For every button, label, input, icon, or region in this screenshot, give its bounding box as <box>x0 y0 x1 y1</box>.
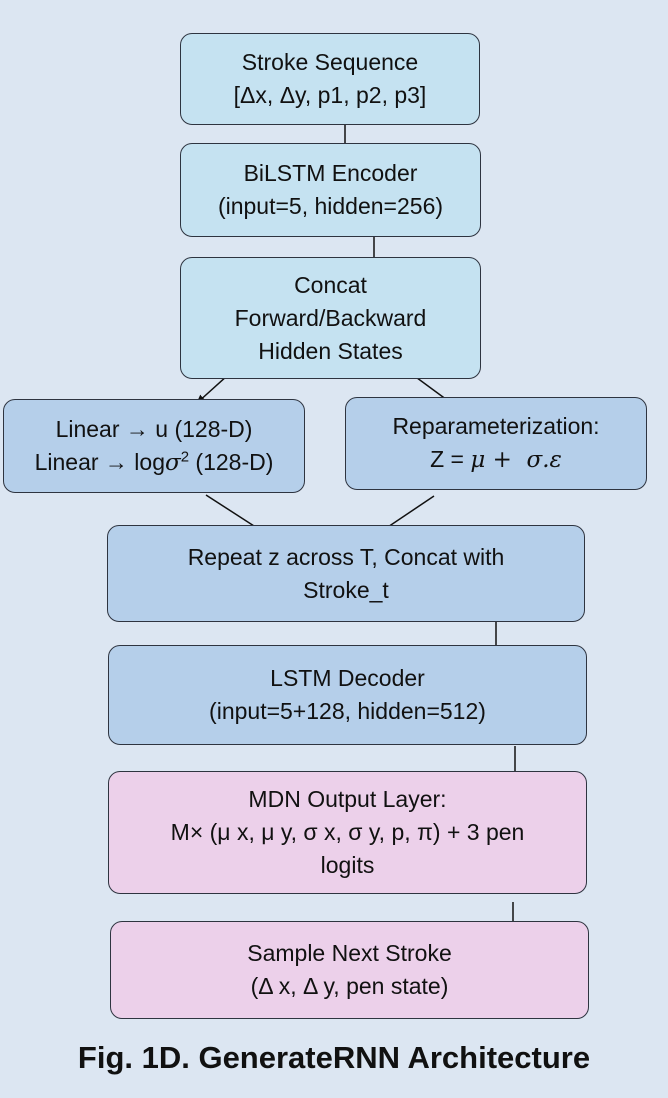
stroke-sequence-box: Stroke Sequence [Δx, Δy, p1, p2, p3] <box>180 33 480 125</box>
concat-states-line3: Hidden States <box>258 337 403 364</box>
squared-exponent: 2 <box>180 447 190 465</box>
stroke-sequence-title: Stroke Sequence <box>241 49 419 75</box>
stroke-sequence-format: [Δx, Δy, p1, p2, p3] <box>233 82 427 108</box>
lstm-decoder-title: LSTM Decoder <box>270 665 425 691</box>
sample-next-outputs: (Δ x, Δ y, pen state) <box>250 973 449 999</box>
mdn-output-box: MDN Output Layer: M× (μ x, μ y, σ x, σ y… <box>108 771 587 894</box>
reparam-expression: μ + σ.ε <box>470 447 562 473</box>
linear-heads-box: Linear → u (128-D) Linear → logσ2 (128-D… <box>3 399 305 493</box>
reparam-z-label: Z = <box>430 446 471 472</box>
repeat-concat-line1: Repeat z across T, Concat with <box>187 543 505 570</box>
bilstm-encoder-box: BiLSTM Encoder (input=5, hidden=256) <box>180 143 481 237</box>
bilstm-encoder-params: (input=5, hidden=256) <box>217 193 444 219</box>
linear-logvar-suffix: (128-D) <box>189 448 274 475</box>
linear-mu-head: Linear → u (128-D) <box>55 415 253 442</box>
repeat-concat-box: Repeat z across T, Concat with Stroke_t <box>107 525 585 622</box>
sample-next-title: Sample Next Stroke <box>247 940 452 966</box>
reparameterization-formula: Z = μ + σ.ε <box>430 443 562 477</box>
linear-logvar-prefix: Linear → log <box>34 448 165 475</box>
mdn-output-logits: logits <box>320 852 375 878</box>
concat-states-line2: Forward/Backward <box>234 304 427 331</box>
lstm-decoder-params: (input=5+128, hidden=512) <box>209 698 486 724</box>
reparameterization-box: Reparameterization: Z = μ + σ.ε <box>345 397 647 490</box>
bilstm-encoder-title: BiLSTM Encoder <box>243 160 418 186</box>
repeat-concat-line2: Stroke_t <box>303 576 389 603</box>
sigma-symbol: σ <box>165 449 181 476</box>
mdn-output-params: M× (μ x, μ y, σ x, σ y, p, π) + 3 pen <box>170 819 525 845</box>
lstm-decoder-box: LSTM Decoder (input=5+128, hidden=512) <box>108 645 587 745</box>
reparameterization-title: Reparameterization: <box>392 413 600 439</box>
concat-states-box: Concat Forward/Backward Hidden States <box>180 257 481 379</box>
concat-states-line1: Concat <box>294 271 367 298</box>
linear-logvar-head: Linear → logσ2 (128-D) <box>35 446 274 480</box>
mdn-output-title: MDN Output Layer: <box>248 786 447 812</box>
sample-next-box: Sample Next Stroke (Δ x, Δ y, pen state) <box>110 921 589 1019</box>
figure-caption: Fig. 1D. GenerateRNN Architecture <box>77 1040 591 1075</box>
